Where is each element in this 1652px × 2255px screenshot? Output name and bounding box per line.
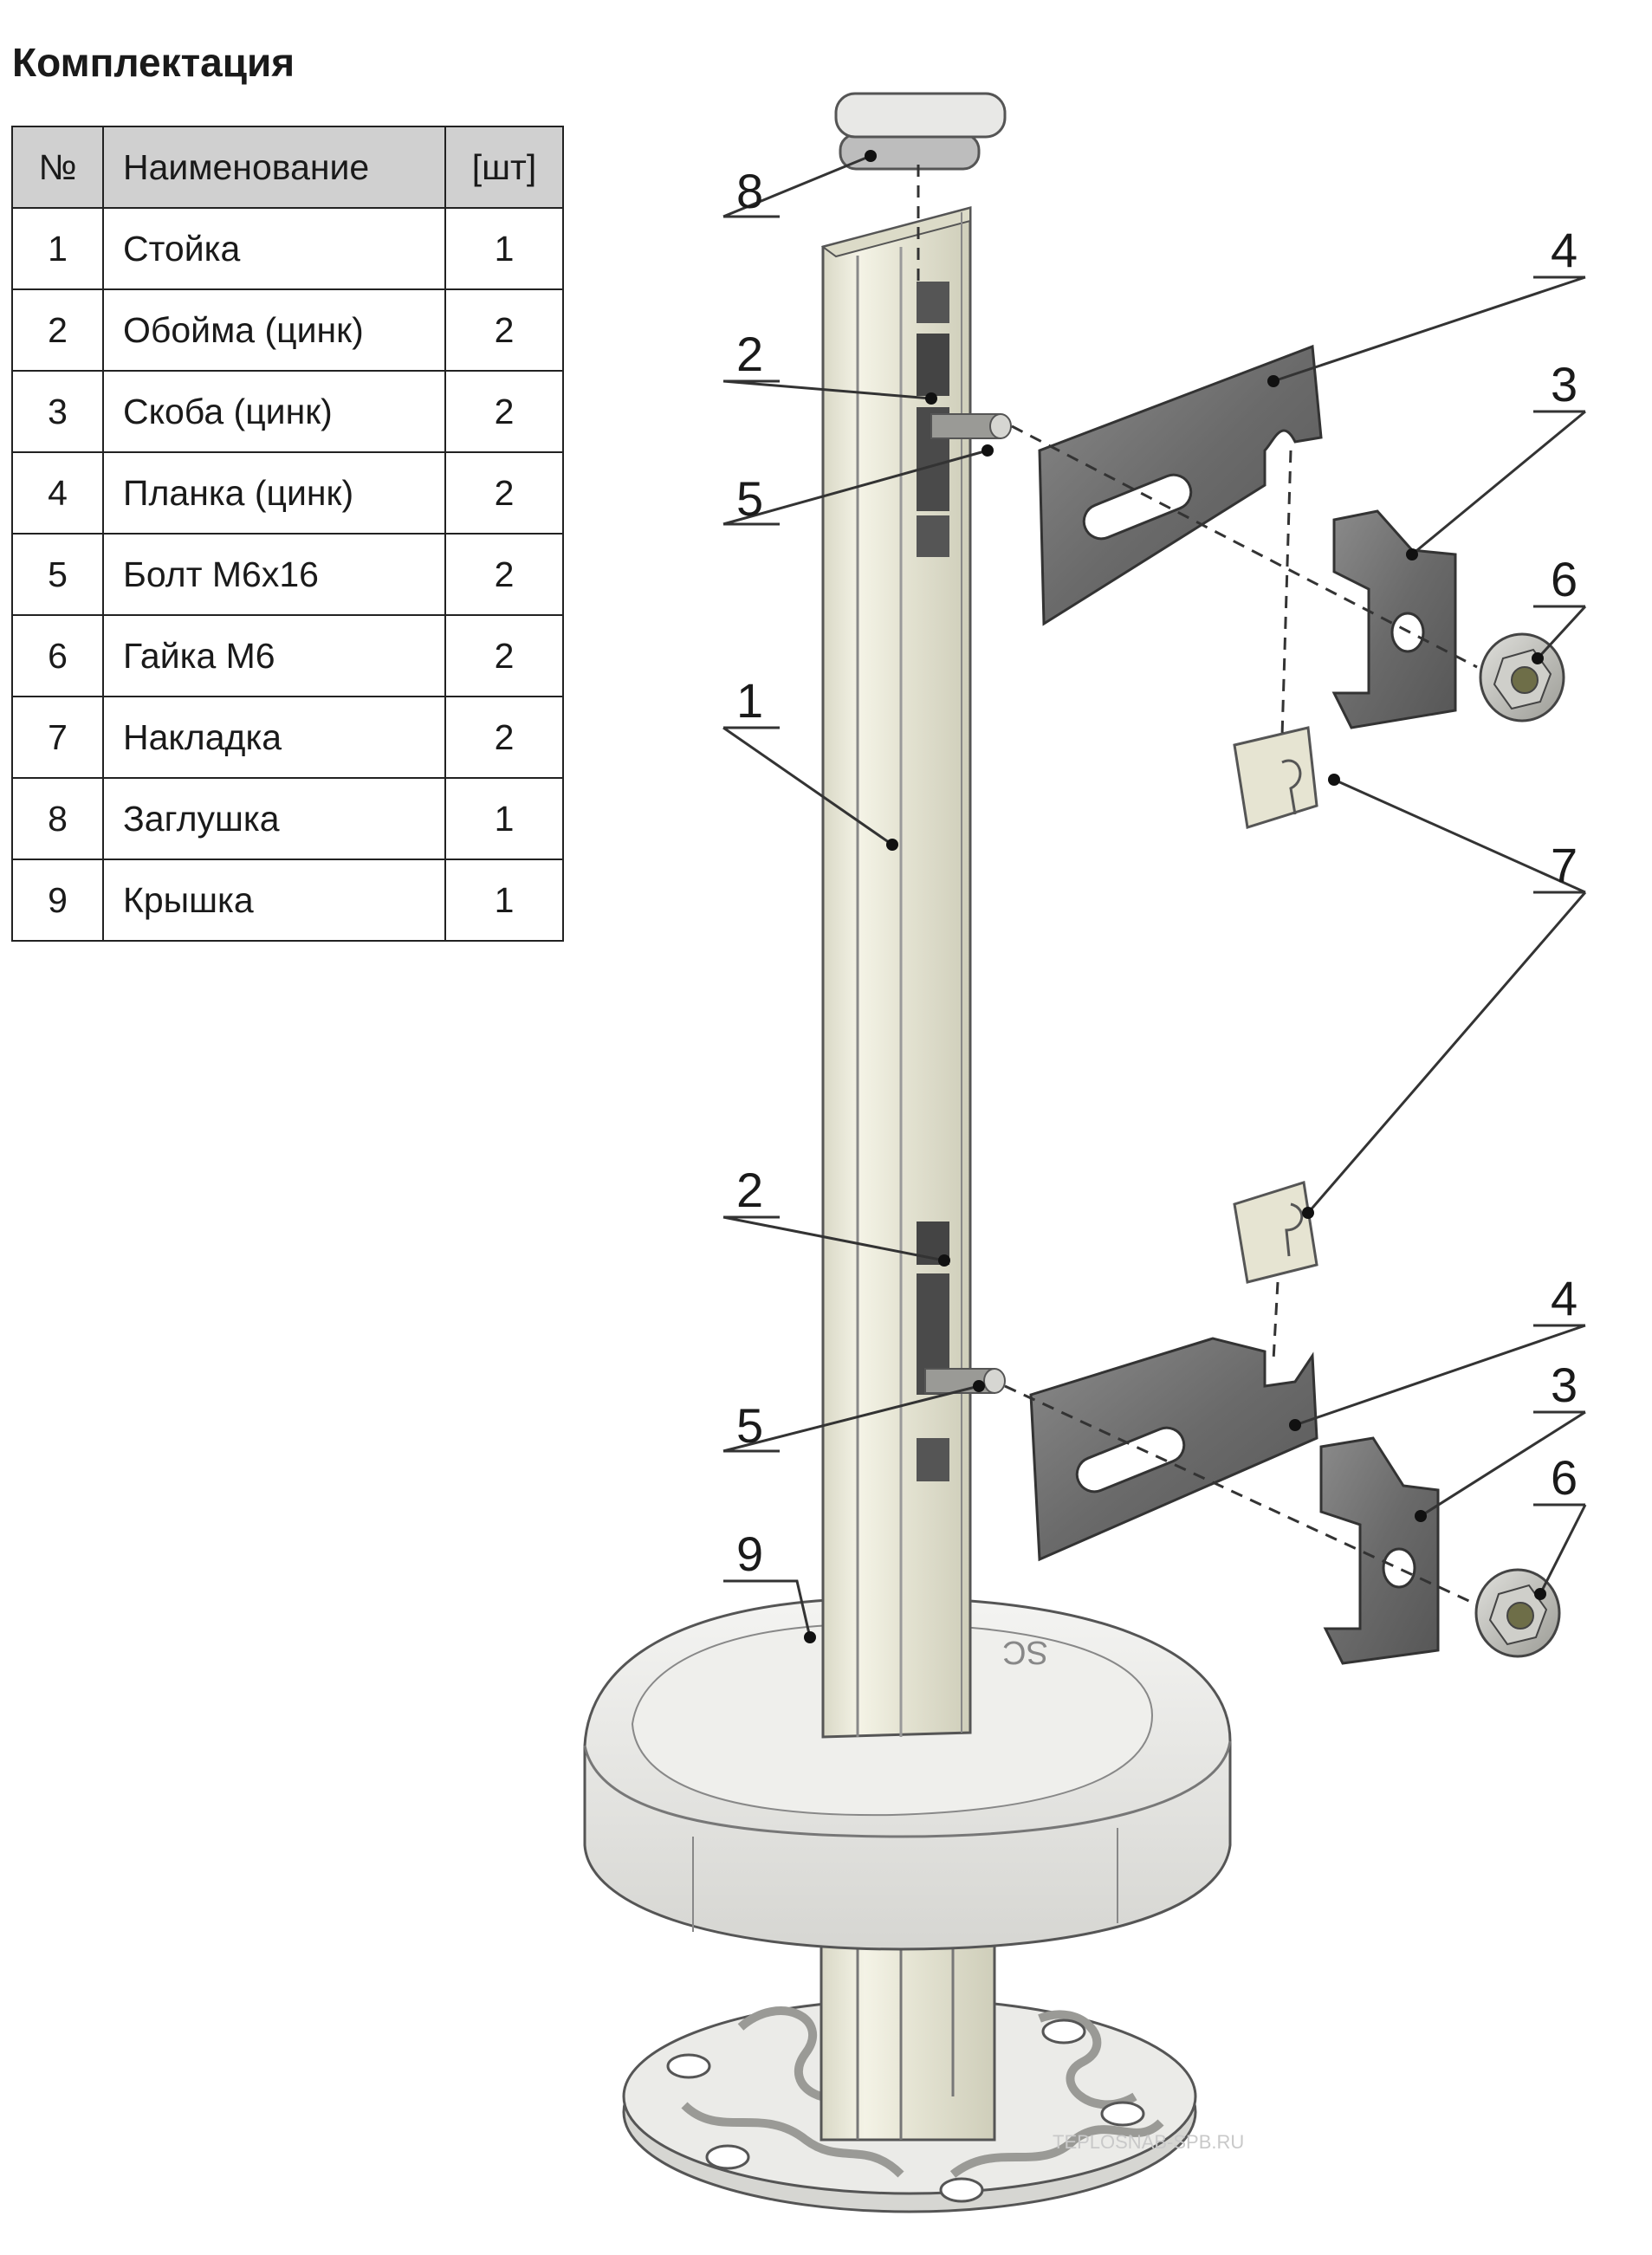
callout-9: 9: [736, 1526, 763, 1581]
table-row: 2 Обойма (цинк) 2: [11, 288, 564, 372]
callout-1: 1: [736, 673, 763, 728]
callout-4-upper: 4: [1551, 223, 1577, 277]
base-marking: SC: [1002, 1634, 1048, 1670]
leader-dots: [804, 150, 1546, 1643]
end-plug: [834, 92, 1007, 171]
table-row: 4 Планка (цинк) 2: [11, 451, 564, 535]
cover: SC: [583, 1597, 1232, 1951]
table-row: 8 Заглушка 1: [11, 777, 564, 860]
page-title: Комплектация: [12, 40, 295, 85]
column-header-name: Наименование: [102, 126, 446, 209]
lower-bracket: [1319, 1436, 1440, 1665]
upper-bolt: [930, 413, 1012, 439]
assembly-lines: [917, 165, 1478, 1604]
row-quantity: 2: [444, 533, 564, 616]
row-name: Крышка: [102, 859, 446, 942]
table-row: 5 Болт М6х16 2: [11, 533, 564, 616]
callout-5-upper: 5: [736, 471, 763, 526]
row-number: 2: [11, 288, 104, 372]
callout-6-lower: 6: [1551, 1450, 1577, 1505]
row-quantity: 2: [444, 288, 564, 372]
leader-lines: [722, 154, 1587, 1638]
callout-3-lower: 3: [1551, 1358, 1577, 1412]
upper-pad: [1233, 726, 1318, 829]
row-number: 9: [11, 859, 104, 942]
callout-4-lower: 4: [1551, 1271, 1577, 1325]
row-name: Скоба (цинк): [102, 370, 446, 453]
table-row: 3 Скоба (цинк) 2: [11, 370, 564, 453]
row-quantity: 2: [444, 451, 564, 535]
row-number: 6: [11, 614, 104, 697]
row-number: 4: [11, 451, 104, 535]
row-quantity: 2: [444, 614, 564, 697]
row-name: Заглушка: [102, 777, 446, 860]
row-name: Гайка М6: [102, 614, 446, 697]
parts-table: № Наименование [шт] 1 Стойка 1 2 Обойма …: [11, 126, 564, 942]
row-quantity: 2: [444, 696, 564, 779]
upper-bracket: [1331, 509, 1457, 729]
row-name: Планка (цинк): [102, 451, 446, 535]
table-header-row: № Наименование [шт]: [11, 126, 564, 209]
table-row: 7 Накладка 2: [11, 696, 564, 779]
row-name: Накладка: [102, 696, 446, 779]
row-number: 3: [11, 370, 104, 453]
callout-5-lower: 5: [736, 1398, 763, 1453]
upper-plate: [1038, 344, 1323, 626]
table-row: 6 Гайка М6 2: [11, 614, 564, 697]
watermark: TEPLOSNAB-SPB.RU: [1053, 2131, 1244, 2153]
row-number: 8: [11, 777, 104, 860]
column-header-number: №: [11, 126, 104, 209]
lower-pad: [1233, 1181, 1318, 1284]
column-header-quantity: [шт]: [444, 126, 564, 209]
callout-7: 7: [1551, 838, 1577, 892]
row-number: 5: [11, 533, 104, 616]
row-quantity: 1: [444, 207, 564, 290]
row-number: 7: [11, 696, 104, 779]
row-quantity: 1: [444, 777, 564, 860]
callout-6-upper: 6: [1551, 552, 1577, 606]
row-name: Болт М6х16: [102, 533, 446, 616]
lower-plate: [1029, 1337, 1318, 1562]
callout-2-upper: 2: [736, 327, 763, 381]
row-quantity: 2: [444, 370, 564, 453]
row-number: 1: [11, 207, 104, 290]
callout-2-lower: 2: [736, 1163, 763, 1217]
callout-8: 8: [736, 164, 763, 218]
row-name: Стойка: [102, 207, 446, 290]
post-lower: [820, 1921, 996, 2142]
table-row: 1 Стойка 1: [11, 207, 564, 290]
table-row: 9 Крышка 1: [11, 859, 564, 942]
upper-nut: [1479, 632, 1565, 723]
row-quantity: 1: [444, 859, 564, 942]
row-name: Обойма (цинк): [102, 288, 446, 372]
callout-underlines: [723, 215, 1585, 1583]
callout-3-upper: 3: [1551, 357, 1577, 411]
